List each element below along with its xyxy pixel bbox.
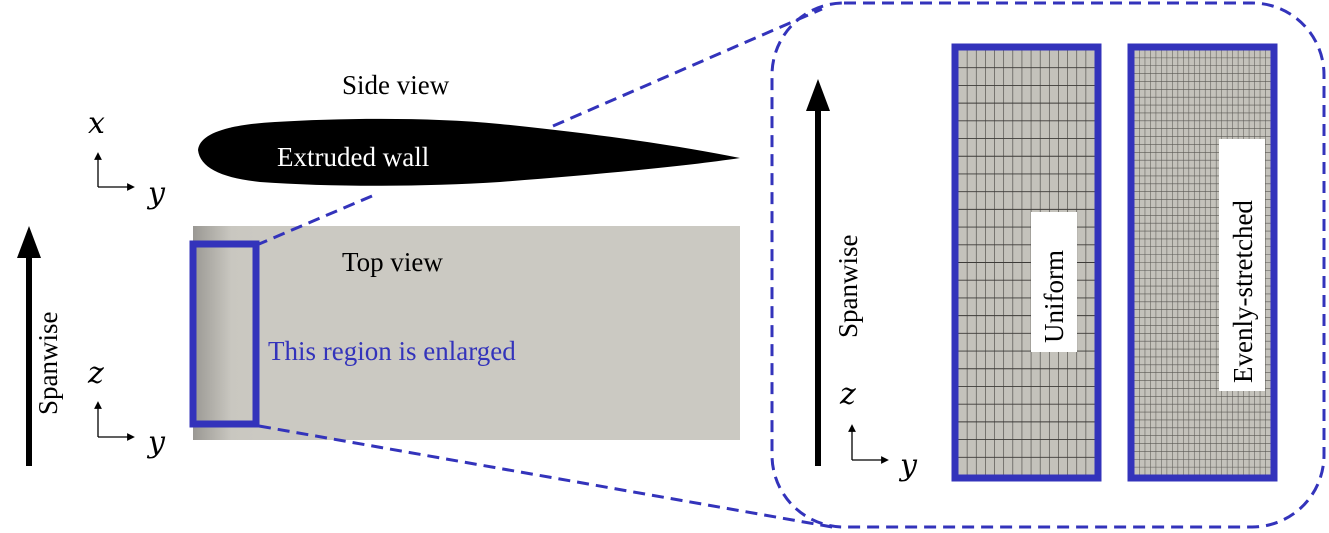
spanwise-label-left: Spanwise [33,311,63,415]
top-view-plate [193,226,740,440]
connector-dashed-lower [258,424,839,530]
extruded-wall-label: Extruded wall [277,142,429,172]
axis-icon-inset [848,424,889,464]
connector-dashed-wall [258,194,373,246]
enlarged-region-strip [193,226,257,440]
airfoil-shape [198,118,740,186]
spanwise-arrow-left [17,226,41,466]
axis-label-top-y: y [146,425,166,460]
axis-label-inset-z: z [839,377,856,412]
stretched-label: Evenly-stretched [1228,200,1258,383]
axis-label-side-y: y [146,176,166,211]
axis-label-side-x: x [88,106,105,141]
top-view-label: Top view [342,247,443,277]
axis-label-top-z: z [87,356,104,391]
enlarged-note: This region is enlarged [268,336,516,366]
uniform-label: Uniform [1039,250,1069,343]
spanwise-label-right: Spanwise [833,234,863,338]
stretched-label-box [1219,139,1265,391]
connector-dashed-upper [552,7,823,128]
spanwise-arrow-right [806,79,830,466]
side-view-label: Side view [342,70,450,100]
axis-icon-side [94,152,135,191]
enlarged-region-highlight [189,240,260,428]
axis-label-inset-y: y [898,448,918,483]
stretched-mesh-border [1127,43,1278,482]
inset-frame [770,1,1326,529]
uniform-label-box [1031,212,1077,352]
axis-icon-top [94,401,135,441]
uniform-mesh-border [951,43,1102,482]
